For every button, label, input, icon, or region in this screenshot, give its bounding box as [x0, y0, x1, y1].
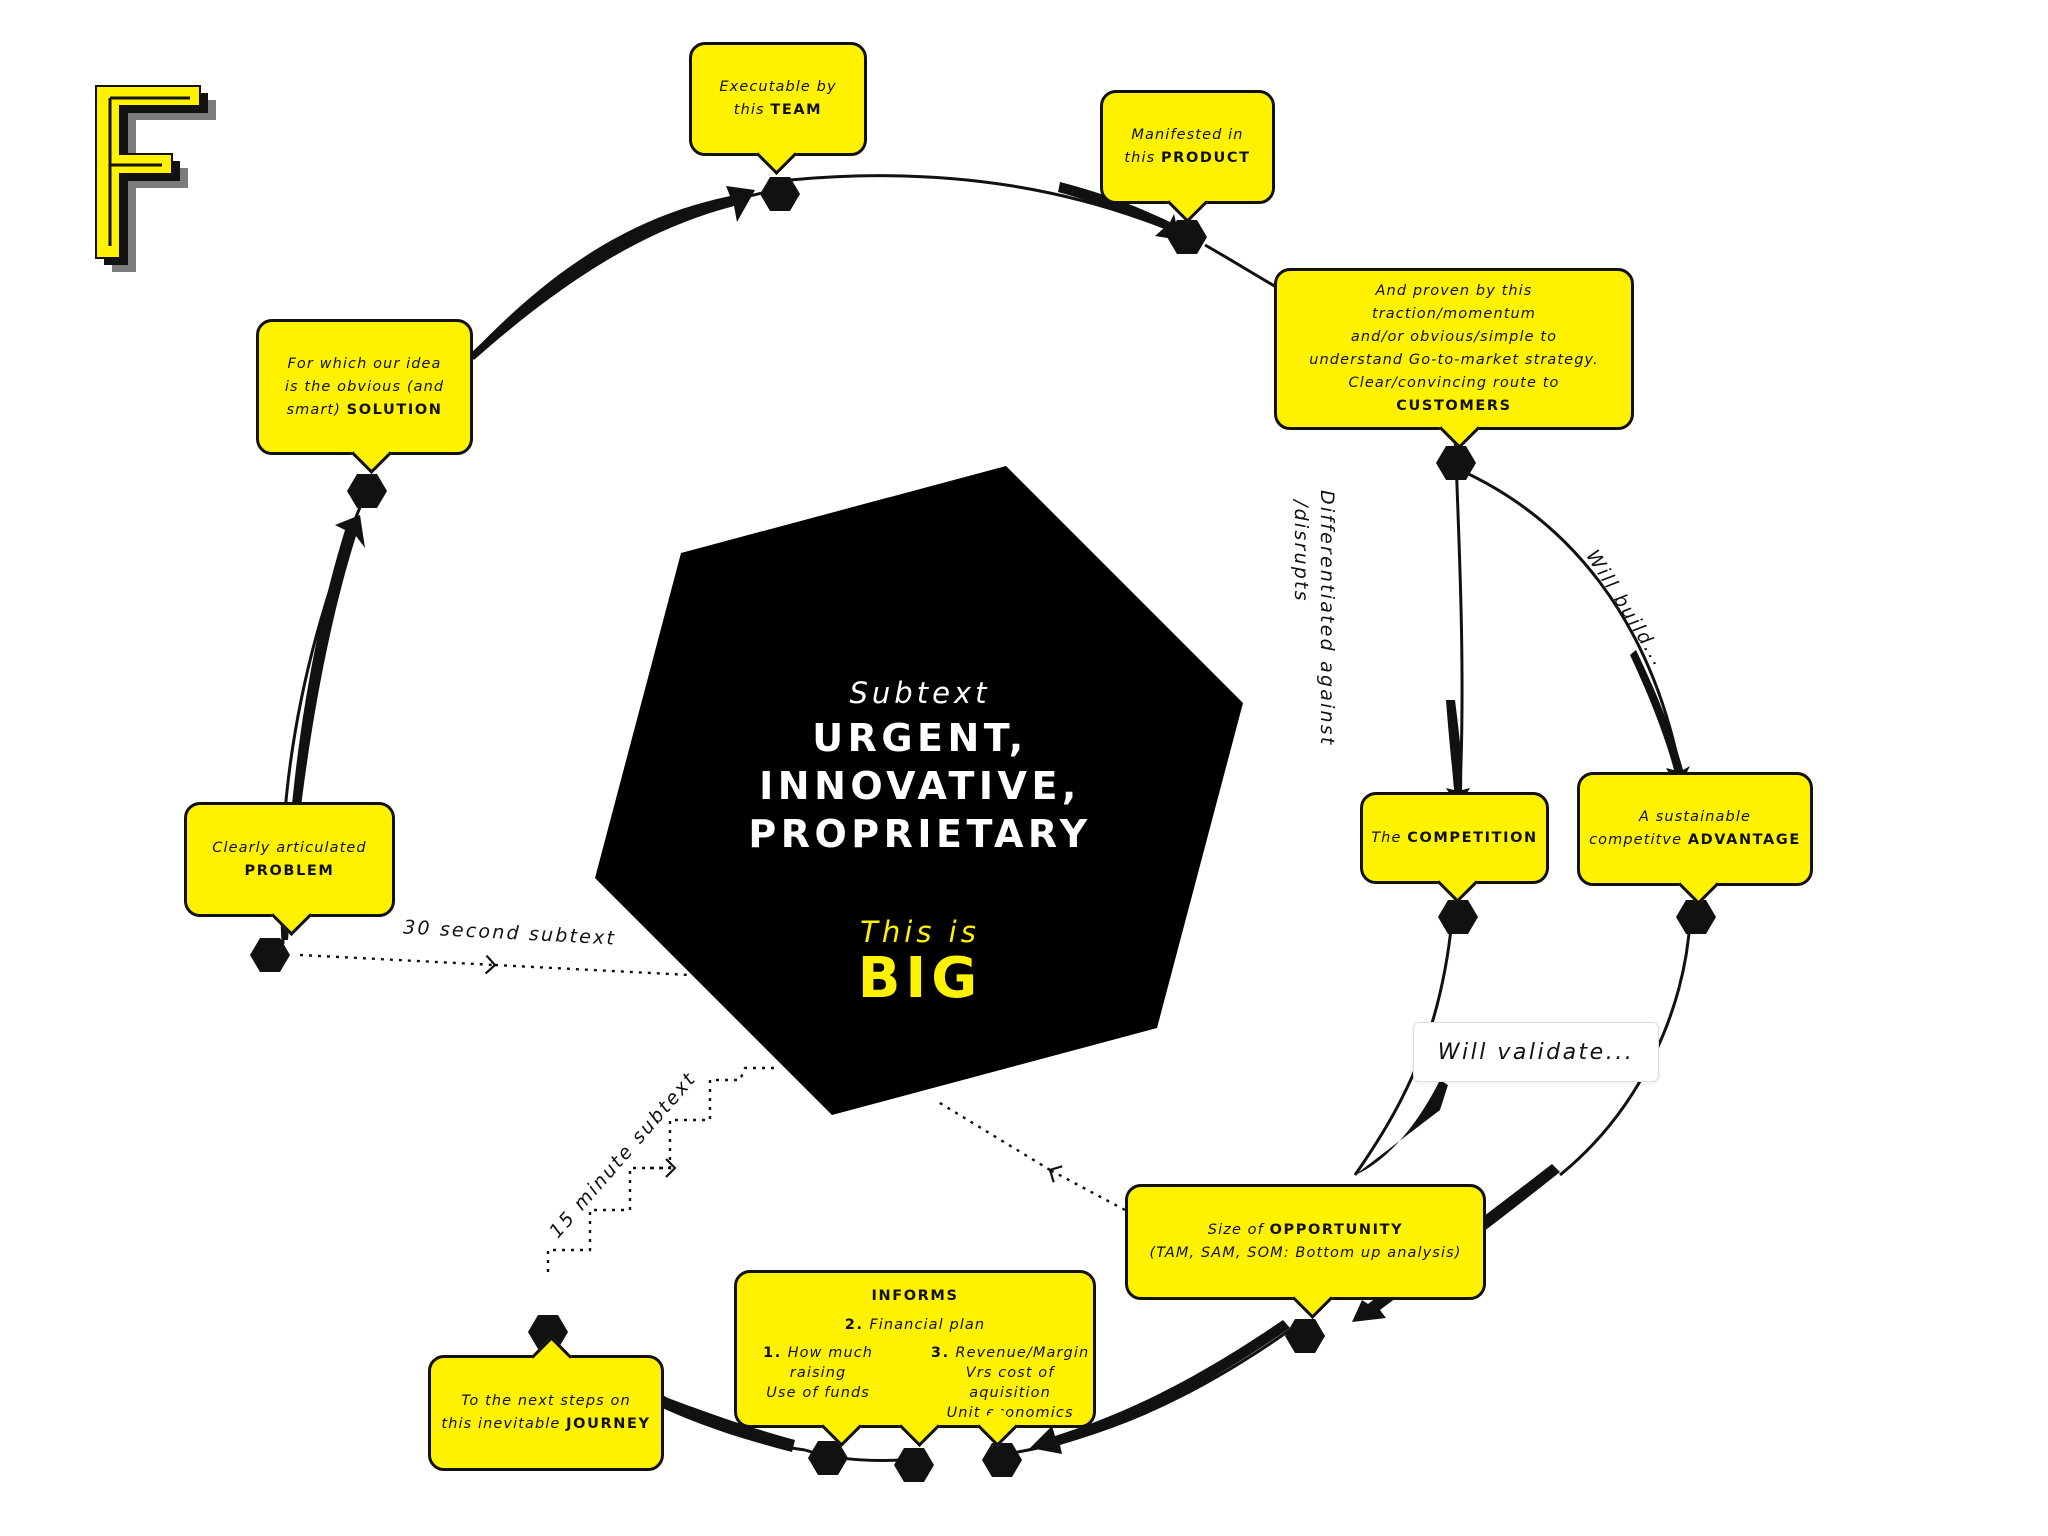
label-will-validate: Will validate...	[1413, 1022, 1659, 1082]
center-hexagon	[595, 466, 1243, 1115]
subtext-paths	[299, 953, 1126, 1272]
arrow-customers-to-advantage	[1630, 650, 1690, 790]
node-markers	[250, 177, 1716, 1482]
label-differentiated-line1: Differentiated against	[1316, 490, 1338, 747]
hex-marker-informs-3	[982, 1443, 1022, 1477]
team-key: TEAM	[770, 102, 823, 118]
center-this-is: This is	[860, 915, 980, 949]
node-team: Executable by this TEAM	[689, 42, 867, 176]
product-key: PRODUCT	[1160, 150, 1251, 166]
informs-item1-num: 1.	[763, 1345, 782, 1361]
informs-title: INFORMS	[871, 1288, 959, 1304]
customers-line3: understand Go-to-market strategy.	[1309, 352, 1599, 368]
hex-marker-customers	[1436, 446, 1476, 480]
journey-key: JOURNEY	[566, 1416, 651, 1432]
problem-pre: Clearly articulated	[212, 839, 367, 856]
center-headline-line2: PROPRIETARY	[748, 812, 1092, 856]
customers-line4: Clear/convincing route to	[1348, 375, 1560, 391]
node-customers: And proven by this traction/momentum and…	[1274, 268, 1634, 450]
informs-item2-num: 2.	[844, 1317, 864, 1333]
node-product: Manifested in this PRODUCT	[1100, 90, 1275, 224]
hex-marker-advantage	[1676, 900, 1716, 934]
node-problem: Clearly articulated PROBLEM	[184, 802, 395, 937]
node-competition: The COMPETITION	[1360, 792, 1549, 904]
informs-columns: 1. How much raising Use of funds 3. Reve…	[737, 1343, 1093, 1423]
hex-marker-journey	[528, 1315, 568, 1349]
node-journey: To the next steps on this inevitable JOU…	[428, 1335, 664, 1471]
opportunity-line2: (TAM, SAM, SOM: Bottom up analysis)	[1149, 1245, 1462, 1261]
node-solution: For which our idea is the obvious (and s…	[256, 319, 473, 475]
team-pre: Executable by	[719, 79, 837, 95]
customers-line2: and/or obvious/simple to	[1350, 329, 1558, 345]
label-differentiated-line2: /disrupts	[1290, 500, 1312, 603]
label-differentiated: Differentiated against /disrupts	[1288, 490, 1340, 747]
logo-f-icon	[95, 85, 216, 272]
problem-key: PROBLEM	[244, 862, 335, 879]
advantage-line1: A sustainable	[1639, 809, 1751, 825]
team-pre2: this	[733, 102, 765, 118]
customers-line1: And proven by this traction/momentum	[1371, 283, 1537, 322]
arrow-opportunity-to-informs	[1030, 1320, 1290, 1454]
informs-item3-a: Revenue/Margin	[955, 1345, 1090, 1361]
journey-line1: To the next steps on	[461, 1393, 631, 1409]
hex-marker-solution	[347, 474, 387, 508]
hex-marker-opportunity	[1285, 1319, 1325, 1353]
node-informs: INFORMS 2. Financial plan 1. How much ra…	[734, 1270, 1096, 1448]
advantage-key: ADVANTAGE	[1687, 832, 1801, 848]
hex-marker-team	[760, 177, 800, 211]
center-headline-line1: URGENT, INNOVATIVE,	[759, 716, 1081, 808]
hex-marker-problem	[250, 938, 290, 972]
informs-item3-num: 3.	[930, 1345, 950, 1361]
hex-marker-product	[1167, 220, 1207, 254]
hex-marker-competition	[1438, 900, 1478, 934]
informs-item3-b: Vrs cost of aquisition	[965, 1365, 1055, 1401]
informs-item1-a: How much raising	[787, 1345, 874, 1381]
center-subtext: Subtext	[849, 676, 991, 710]
opportunity-pre: Size of	[1207, 1222, 1264, 1238]
center-subtext-block: Subtext URGENT, INNOVATIVE, PROPRIETARY	[660, 676, 1180, 858]
informs-item1-b: Use of funds	[766, 1385, 870, 1401]
solution-line2: is the obvious (and	[284, 378, 445, 395]
arrow-solution-to-team	[470, 186, 755, 360]
product-pre: Manifested in	[1131, 127, 1244, 143]
solution-key: SOLUTION	[346, 401, 443, 418]
arrow-team-to-product	[1058, 182, 1180, 240]
center-big: BIG	[857, 946, 983, 1011]
product-pre2: this	[1124, 150, 1156, 166]
customers-key: CUSTOMERS	[1396, 398, 1512, 414]
node-opportunity: Size of OPPORTUNITY (TAM, SAM, SOM: Bott…	[1125, 1184, 1486, 1320]
informs-item2: Financial plan	[869, 1317, 986, 1333]
competition-pre: The	[1371, 829, 1402, 846]
competition-key: COMPETITION	[1407, 829, 1538, 846]
center-big-block: This is BIG	[780, 915, 1060, 1009]
hex-marker-informs-1	[808, 1441, 848, 1475]
arrow-customers-to-competition	[1446, 700, 1470, 808]
informs-item3-c: Unit economics	[946, 1405, 1074, 1421]
solution-line3: smart)	[286, 401, 341, 418]
solution-line1: For which our idea	[287, 355, 442, 372]
hex-marker-informs-2	[894, 1448, 934, 1482]
advantage-line2: competitve	[1589, 832, 1683, 848]
journey-line2: this inevitable	[441, 1416, 561, 1432]
arrow-informs-to-journey	[656, 1395, 795, 1452]
opportunity-key: OPPORTUNITY	[1269, 1222, 1404, 1238]
node-advantage: A sustainable competitve ADVANTAGE	[1577, 772, 1813, 906]
arrow-competition-to-opportunity	[1355, 1080, 1448, 1175]
